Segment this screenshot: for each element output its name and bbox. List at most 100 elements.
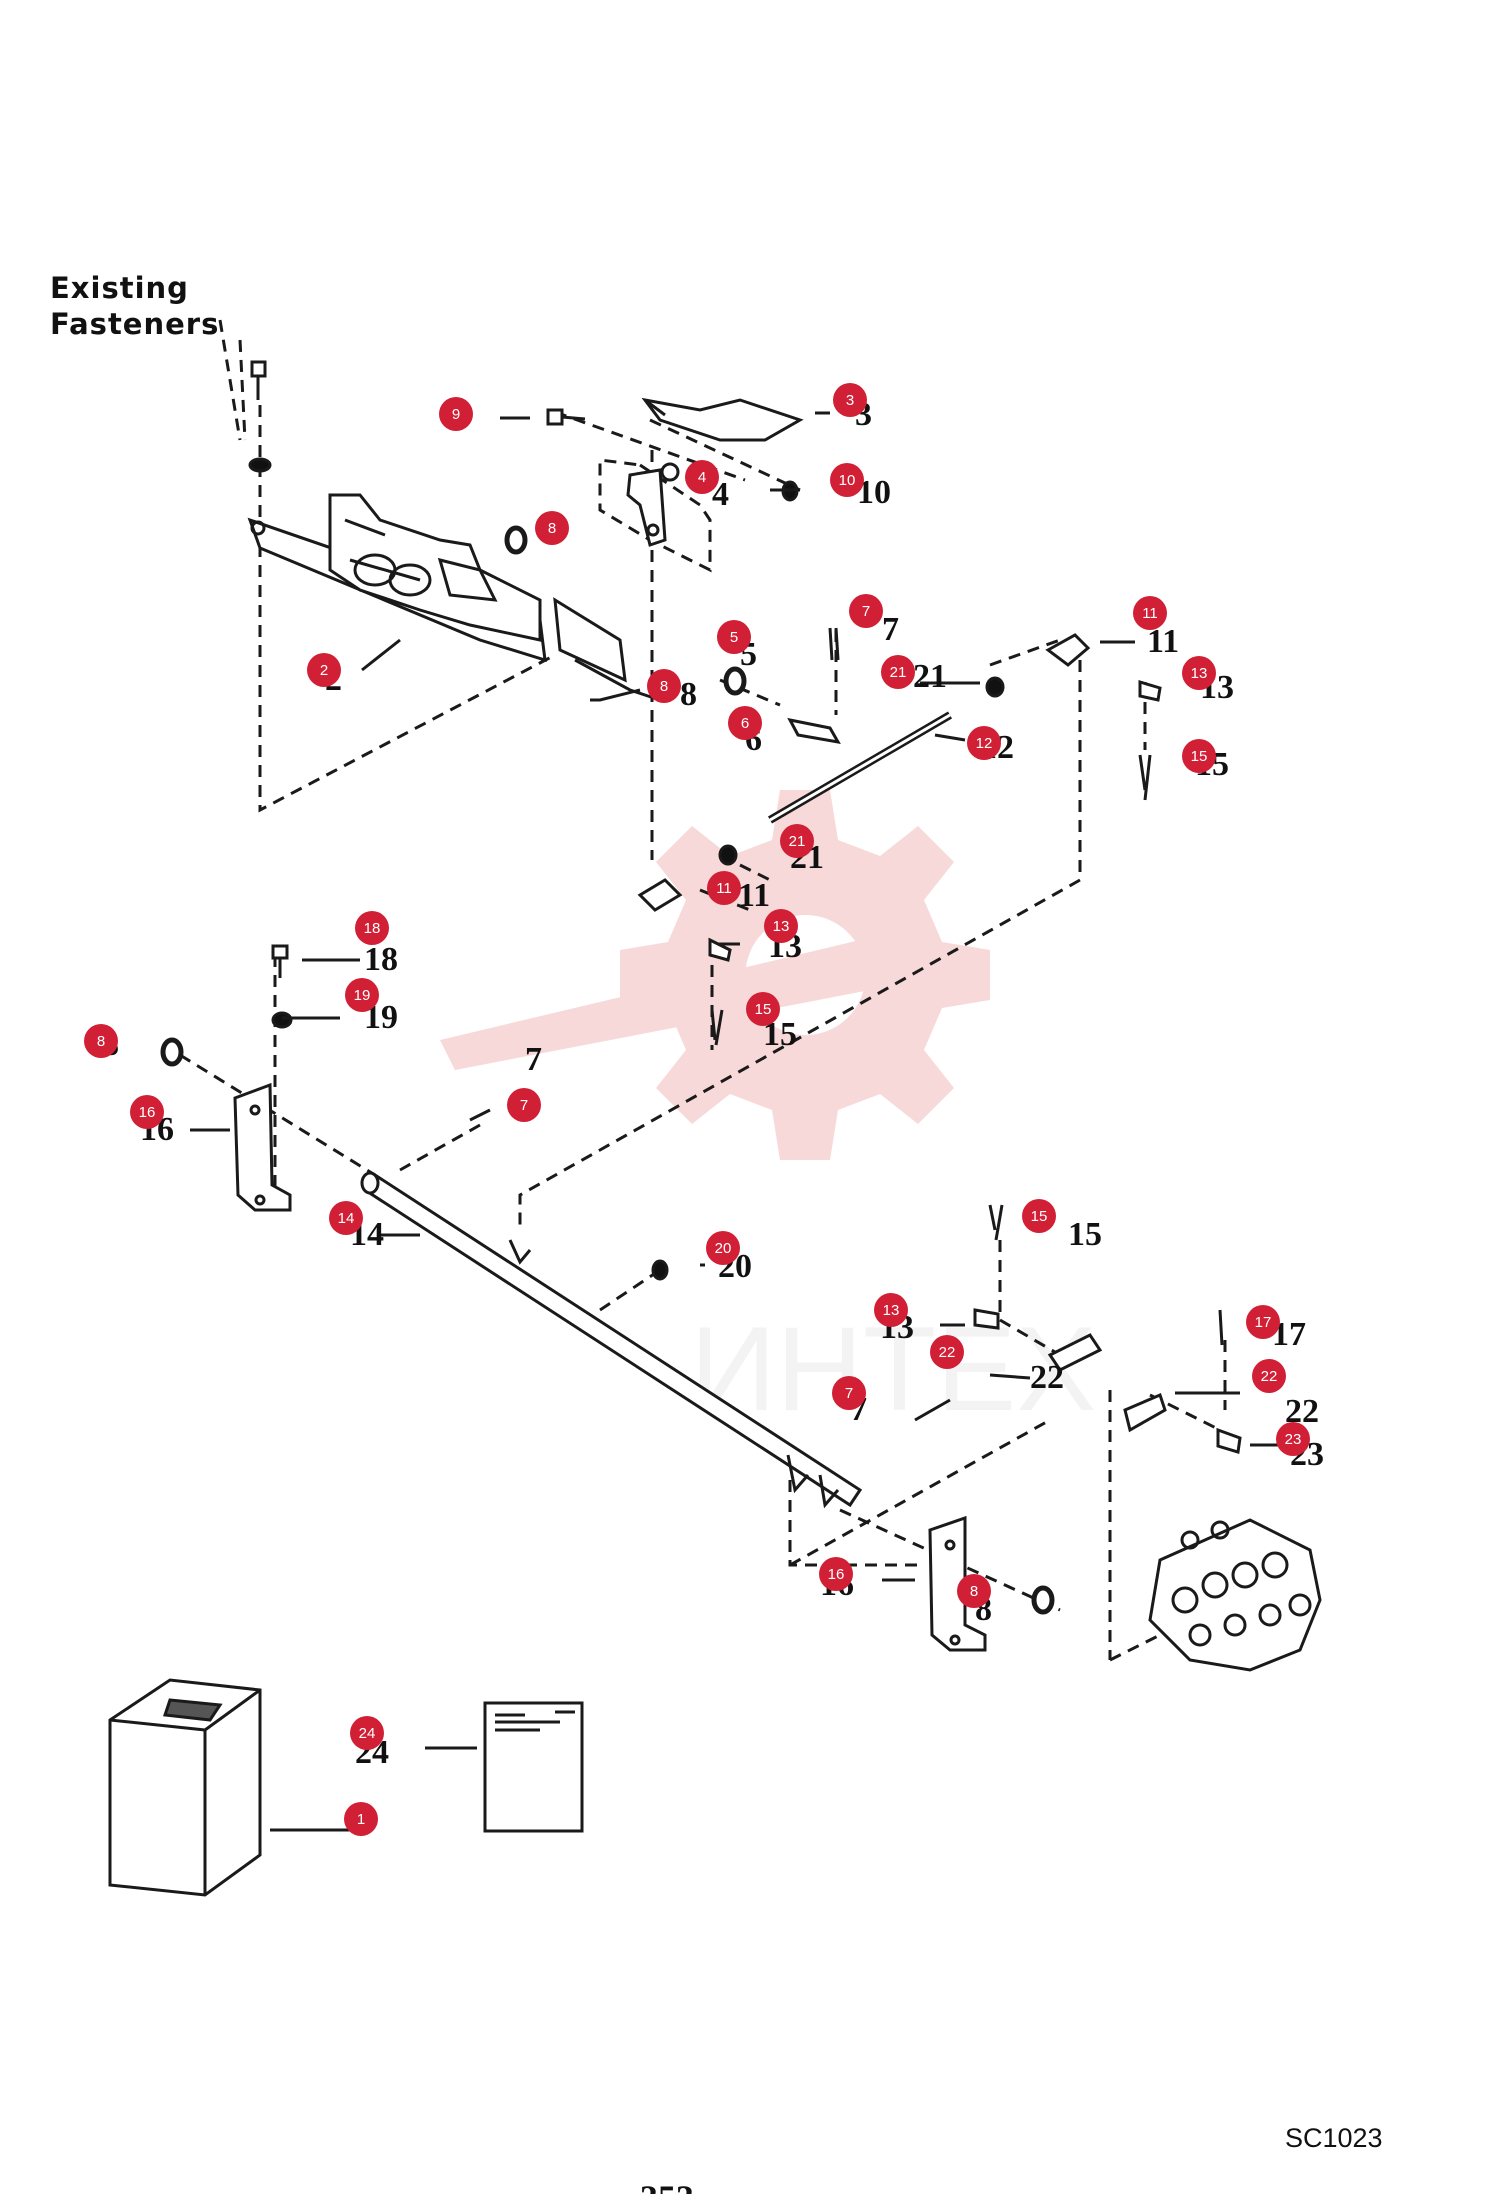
lever [626,462,680,547]
callout-badge: 1 [344,1802,378,1836]
callout-badge: 18 [355,911,389,945]
svg-text:10: 10 [839,472,856,489]
callout-badge: 7 [507,1088,541,1122]
callout-badge: 16 [819,1557,853,1591]
label-line-2: Fasteners [50,307,220,341]
document-id: SC1023 [1285,2123,1383,2153]
svg-text:9: 9 [452,406,460,423]
svg-text:11: 11 [738,877,770,914]
callout-badge: 8 [535,511,569,545]
svg-text:15: 15 [755,1001,772,1018]
manual-book [108,1678,262,1897]
svg-text:16: 16 [139,1104,156,1121]
svg-text:24: 24 [359,1725,376,1742]
svg-text:7: 7 [520,1097,528,1114]
label-line-1: Existing [50,271,189,305]
callout-badge: 2 [307,653,341,687]
callout-badge: 15 [1182,739,1216,773]
callout-badge: 7 [849,594,883,628]
svg-text:11: 11 [716,880,732,897]
callout-badge: 17 [1246,1305,1280,1339]
leader-lines [190,411,1295,1832]
svg-text:20: 20 [715,1240,732,1257]
callout-badge: 19 [345,978,379,1012]
callout-badge: 13 [874,1293,908,1327]
svg-text:8: 8 [680,676,697,713]
svg-text:22: 22 [939,1344,956,1361]
callout-badge: 6 [728,706,762,740]
callout-badge: 3 [833,383,867,417]
callout-badge: 23 [1276,1422,1310,1456]
svg-text:1: 1 [357,1811,365,1828]
mount-bracket [233,1082,292,1212]
pedal [641,397,804,442]
svg-text:15: 15 [1068,1216,1102,1253]
callout-badge: 24 [350,1716,384,1750]
svg-text:15: 15 [1191,748,1208,765]
bolt [546,408,586,426]
svg-text:13: 13 [883,1302,900,1319]
callout-badge: 13 [764,909,798,943]
page-number: 353 [640,2178,694,2194]
existing-fasteners-label: Existing Fasteners [50,270,219,342]
svg-text:8: 8 [660,678,668,695]
callout-badge: 11 [707,871,741,905]
callout-badge: 15 [746,992,780,1026]
svg-text:7: 7 [882,611,899,648]
svg-text:15: 15 [1031,1208,1048,1225]
svg-text:14: 14 [338,1210,355,1227]
callout-badge: 8 [957,1574,991,1608]
mount-bracket [928,1515,987,1652]
callout-badge: 16 [130,1095,164,1129]
callout-badge: 4 [685,460,719,494]
callout-badge: 8 [647,669,681,703]
svg-text:16: 16 [828,1566,845,1583]
control-valve [1148,1518,1322,1672]
torque-tube [360,1171,863,1509]
svg-text:7: 7 [862,603,870,620]
svg-text:21: 21 [890,664,907,681]
console-bracket [247,493,661,702]
callout-badge: 11 [1133,596,1167,630]
svg-text:11: 11 [1142,605,1158,622]
callout-badge: 10 [830,463,864,497]
callout-badge: 9 [439,397,473,431]
svg-text:8: 8 [970,1583,978,1600]
svg-text:13: 13 [1191,665,1208,682]
callout-badge: 21 [780,824,814,858]
svg-text:21: 21 [913,658,947,695]
svg-text:13: 13 [773,918,790,935]
svg-text:7: 7 [525,1041,542,1078]
svg-text:22: 22 [1261,1368,1278,1385]
svg-text:23: 23 [1285,1431,1302,1448]
callout-badge: 14 [329,1201,363,1235]
rod [767,711,953,824]
callout-badge: 20 [706,1231,740,1265]
callout-badge: 22 [1252,1359,1286,1393]
callout-badge: 13 [1182,656,1216,690]
svg-text:18: 18 [364,920,381,937]
svg-text:17: 17 [1255,1314,1272,1331]
callouts: 1 2 3 4 5 6 7 7 7 8 8 8 8 9 10 11 11 12 … [84,383,1310,1836]
svg-text:21: 21 [789,833,806,850]
callout-badge: 5 [717,620,751,654]
svg-text:2: 2 [320,662,328,679]
svg-text:8: 8 [548,520,556,537]
svg-text:7: 7 [845,1385,853,1402]
callout-badge: 15 [1022,1199,1056,1233]
callout-badge: 21 [881,655,915,689]
svg-text:3: 3 [846,392,854,409]
svg-text:5: 5 [730,629,738,646]
callout-badge: 7 [832,1376,866,1410]
svg-text:19: 19 [354,987,371,1004]
callout-badge: 22 [930,1335,964,1369]
svg-text:22: 22 [1030,1359,1064,1396]
instruction-sheet [483,1701,584,1833]
svg-text:6: 6 [741,715,749,732]
svg-text:4: 4 [698,469,706,486]
callout-badge: 12 [967,726,1001,760]
svg-text:12: 12 [976,735,993,752]
svg-text:18: 18 [364,941,398,978]
